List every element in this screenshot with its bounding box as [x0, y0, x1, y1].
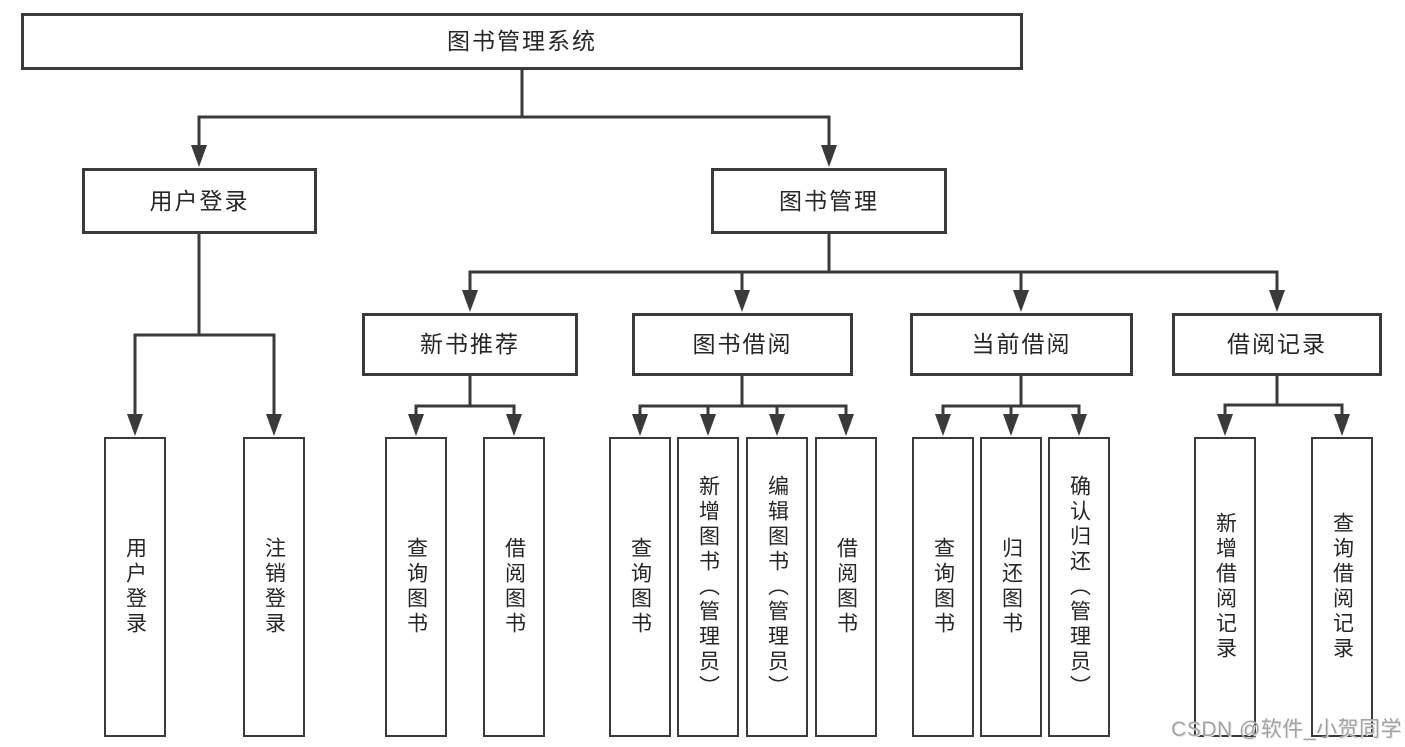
node-book-borrowing: 图书借阅	[632, 313, 853, 376]
node-current-borrowing: 当前借阅	[910, 313, 1133, 376]
edge-records-children	[1223, 376, 1344, 418]
node-new-book-recommendation: 新书推荐	[362, 313, 578, 376]
leaf-query-books-current: 查询图书	[912, 437, 974, 737]
watermark: CSDN @软件_小贺同学	[1171, 718, 1402, 741]
leaf-edit-book-admin: 编辑图书（管理员）	[746, 437, 808, 737]
node-book-management: 图书管理	[711, 168, 947, 234]
leaf-confirm-return-admin: 确认归还（管理员）	[1048, 437, 1110, 737]
edge-user-login-children	[133, 233, 276, 418]
leaf-query-books-recommend: 查询图书	[385, 437, 447, 737]
leaf-add-book-admin: 新增图书（管理员）	[677, 437, 739, 737]
edge-root-to-level2	[197, 70, 831, 148]
leaf-add-borrow-record: 新增借阅记录	[1194, 437, 1256, 737]
node-library-management-system: 图书管理系统	[21, 13, 1023, 70]
leaf-user-login: 用户登录	[104, 437, 166, 737]
node-user-login: 用户登录	[82, 168, 317, 234]
leaf-query-borrow-record: 查询借阅记录	[1311, 437, 1373, 737]
leaf-borrow-books-recommend: 借阅图书	[483, 437, 545, 737]
leaf-logout: 注销登录	[243, 437, 305, 737]
leaf-return-book: 归还图书	[980, 437, 1042, 737]
leaf-query-books-borrowing: 查询图书	[609, 437, 671, 737]
edge-book-management-children	[468, 234, 1279, 293]
edge-recommend-children	[414, 376, 516, 418]
node-borrowing-records: 借阅记录	[1172, 313, 1382, 376]
edge-current-children	[941, 376, 1081, 418]
leaf-borrow-books-borrowing: 借阅图书	[815, 437, 877, 737]
edge-borrowing-children	[638, 376, 848, 418]
